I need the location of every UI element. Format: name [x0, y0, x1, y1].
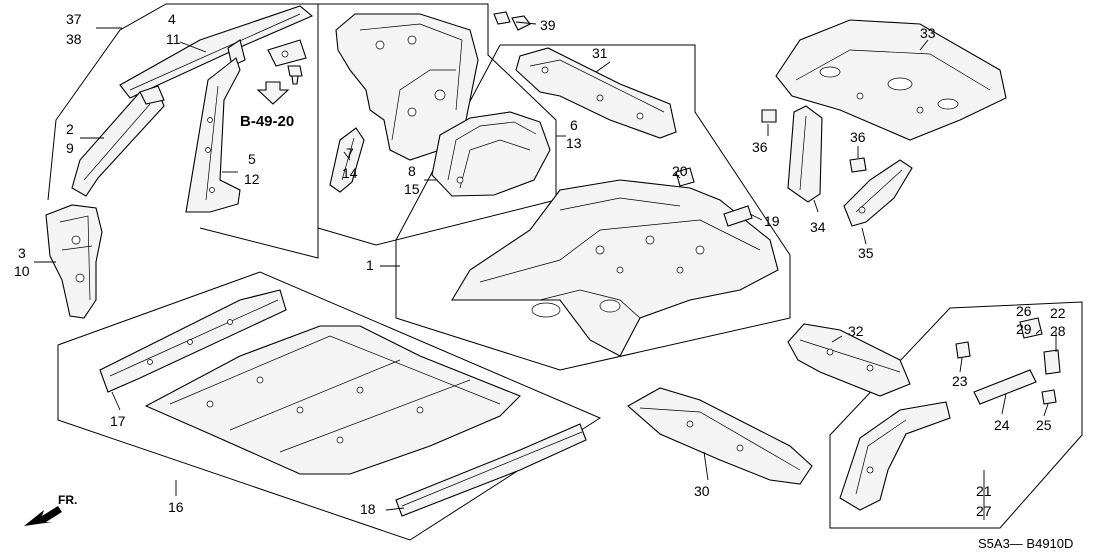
callout-7: 7	[346, 145, 354, 161]
callout-33: 33	[920, 25, 936, 41]
callout-26: 26	[1016, 303, 1032, 319]
front-indicator-label: FR.	[58, 493, 77, 507]
callout-25: 25	[1036, 417, 1052, 433]
callout-5: 5	[248, 151, 256, 167]
callout-15: 15	[404, 181, 420, 197]
rear-shelf-part	[775, 19, 1007, 141]
bolt-39-icon	[493, 11, 531, 31]
callout-24: 24	[994, 417, 1010, 433]
clip-25-part	[1041, 389, 1057, 405]
callout-2: 2	[66, 121, 74, 137]
callout-28: 28	[1050, 323, 1066, 339]
callout-20: 20	[672, 163, 688, 179]
callout-27: 27	[976, 503, 992, 519]
group-pillars-outline	[47, 3, 319, 259]
callout-36b: 36	[850, 129, 866, 145]
callout-9: 9	[66, 140, 74, 156]
group-rear-floor-outline	[395, 44, 791, 371]
rear-floor-pan-part	[451, 179, 779, 357]
callout-22: 22	[1050, 305, 1066, 321]
b-pillar-part	[185, 57, 241, 213]
bracket-part	[329, 127, 365, 193]
callout-13: 13	[566, 135, 582, 151]
bracket-19-part	[723, 205, 753, 227]
drawing-code: S5A3— B4910D	[978, 536, 1073, 551]
callout-39: 39	[540, 17, 556, 33]
bolt-36a-icon	[761, 109, 777, 123]
callout-37: 37	[66, 11, 82, 27]
clip-20-part	[675, 167, 695, 187]
callout-34: 34	[810, 219, 826, 235]
callout-19: 19	[764, 213, 780, 229]
callout-35: 35	[858, 245, 874, 261]
bolt-36b-icon	[849, 157, 867, 173]
front-floor-part	[144, 325, 521, 475]
callout-8: 8	[408, 163, 416, 179]
callout-14: 14	[342, 165, 358, 181]
group-rear-frame-outline	[829, 301, 1083, 529]
callout-6: 6	[570, 117, 578, 133]
callout-16: 16	[168, 499, 184, 515]
callout-1: 1	[366, 257, 374, 273]
reinforcement-24-part	[973, 369, 1037, 405]
callout-23: 23	[952, 373, 968, 389]
clip-23-part	[955, 341, 971, 359]
pillar-34-part	[787, 105, 823, 203]
side-sill-18-part	[395, 423, 587, 517]
reference-arrow-icon	[256, 81, 290, 105]
front-arrow-icon	[24, 506, 62, 526]
callout-12: 12	[244, 171, 260, 187]
group-front-floor-outline	[57, 271, 602, 541]
callout-18: 18	[360, 501, 376, 517]
callout-17: 17	[110, 413, 126, 429]
group-wheelhouse-outline	[317, 3, 557, 246]
front-pillar-inner-part	[45, 204, 103, 319]
reference-note: B-49-20	[240, 113, 294, 130]
a-pillar-part	[71, 85, 165, 197]
callout-36a: 36	[752, 139, 768, 155]
bolt-icon	[287, 65, 303, 85]
callout-32: 32	[848, 323, 864, 339]
leader-lines	[34, 21, 1057, 520]
callout-11: 11	[166, 31, 181, 47]
bracket-28-part	[1043, 349, 1061, 375]
callout-21: 21	[976, 483, 992, 499]
crossmember-32-part	[787, 323, 911, 397]
callout-4: 4	[168, 11, 176, 27]
crossmember-31-part	[515, 47, 677, 139]
roof-rail-part	[119, 5, 314, 99]
side-sill-17-part	[99, 289, 287, 393]
callout-3: 3	[18, 245, 26, 261]
callout-31: 31	[592, 45, 608, 61]
bracket-35-part	[843, 159, 913, 227]
callout-29: 29	[1016, 321, 1032, 337]
rear-inner-panel-part	[335, 13, 479, 161]
rear-frame-21-part	[839, 401, 951, 511]
callout-10: 10	[14, 263, 30, 279]
rear-frame-30-part	[627, 387, 813, 485]
callout-38: 38	[66, 31, 82, 47]
callout-30: 30	[694, 483, 710, 499]
wheelhouse-part	[431, 111, 551, 197]
